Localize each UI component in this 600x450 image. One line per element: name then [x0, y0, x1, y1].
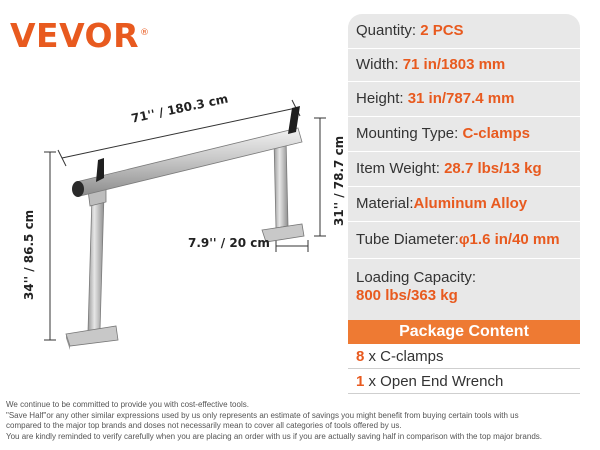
package-item-c-clamps: 8 x C-clamps	[348, 344, 580, 369]
spec-row-item-weight: Item Weight: 28.7 lbs/13 kg	[348, 152, 580, 187]
disclaimer-line: "Save Half"or any other similar expressi…	[6, 410, 519, 420]
spec-value: 800 lbs/363 kg	[356, 287, 458, 304]
brand-logo: VEVOR®	[10, 16, 150, 55]
right-stopper	[288, 106, 300, 134]
package-item-wrench: 1 x Open End Wrench	[348, 369, 580, 394]
spec-value: 31 in/787.4 mm	[407, 90, 515, 107]
dimension-line-right-height	[314, 117, 326, 237]
spec-label: Loading Capacity:	[356, 269, 477, 286]
crossbar	[72, 127, 303, 197]
right-height-dimension-label: 31'' / 78.7 cm	[332, 135, 346, 226]
spec-label: Quantity:	[356, 22, 421, 39]
spec-label: Tube Diameter:	[356, 231, 459, 248]
dimension-line-foot	[275, 240, 309, 252]
spec-row-height: Height: 31 in/787.4 mm	[348, 82, 580, 117]
spec-value: C-clamps	[462, 125, 530, 142]
right-foot-plate	[261, 223, 305, 243]
spec-panel: Quantity: 2 PCS Width: 71 in/1803 mm Hei…	[348, 14, 580, 326]
spec-label: Item Weight:	[356, 160, 445, 177]
spec-row-width: Width: 71 in/1803 mm	[348, 49, 580, 82]
spec-label: Material:	[356, 195, 414, 212]
disclaimer-line: compared to the major top brands and dos…	[6, 421, 402, 430]
package-item-qty: 1	[356, 373, 365, 390]
package-item-text: x Open End Wrench	[364, 373, 504, 390]
package-item-qty: 8	[356, 348, 365, 365]
left-foot-plate	[65, 325, 119, 350]
foot-dimension-label: 7.9'' / 20 cm	[188, 236, 270, 250]
spec-value: φ1.6 in/40 mm	[458, 231, 560, 248]
spec-row-loading-capacity: Loading Capacity:800 lbs/363 kg	[348, 259, 580, 317]
package-item-text: x C-clamps	[364, 348, 444, 365]
left-height-dimension-label: 34'' / 86.5 cm	[22, 209, 36, 300]
left-stopper	[96, 158, 104, 182]
disclaimer-line: We continue to be committed to provide y…	[6, 400, 249, 409]
dimension-line-left-height	[44, 151, 56, 341]
spec-row-material: Material:Aluminum Alloy	[348, 187, 580, 222]
registered-mark: ®	[140, 28, 150, 38]
spec-value: Aluminum Alloy	[413, 195, 528, 212]
spec-row-mounting-type: Mounting Type: C-clamps	[348, 117, 580, 152]
brand-name: VEVOR	[10, 16, 140, 55]
spec-row-tube-diameter: Tube Diameter:φ1.6 in/40 mm	[348, 222, 580, 259]
package-content-header: Package Content	[348, 320, 580, 344]
spec-row-quantity: Quantity: 2 PCS	[348, 14, 580, 49]
disclaimer-line: You are kindly reminded to verify carefu…	[6, 431, 542, 441]
product-illustration	[44, 99, 326, 350]
spec-label: Mounting Type:	[356, 125, 463, 142]
spec-label: Width:	[356, 56, 403, 73]
spec-label: Height:	[356, 90, 408, 107]
right-leg	[273, 137, 289, 229]
spec-value: 2 PCS	[420, 22, 464, 39]
spec-value: 28.7 lbs/13 kg	[444, 160, 542, 177]
spec-value: 71 in/1803 mm	[402, 56, 506, 73]
disclaimer: We continue to be committed to provide y…	[6, 400, 600, 442]
left-leg	[87, 185, 107, 333]
